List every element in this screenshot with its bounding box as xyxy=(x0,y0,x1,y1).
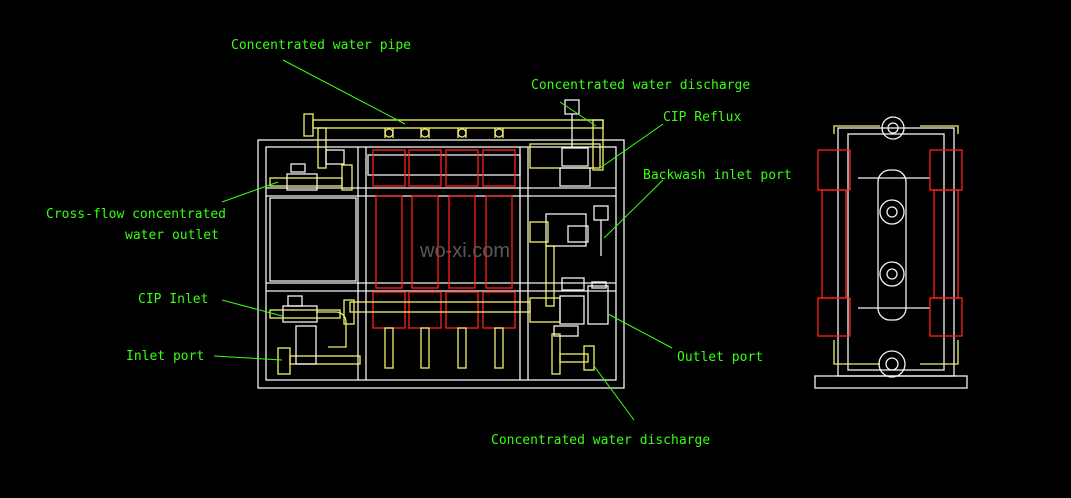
label-cip-reflux: CIP Reflux xyxy=(663,110,741,125)
label-concentrated-water-pipe: Concentrated water pipe xyxy=(231,38,411,53)
backwash-inlet-assembly xyxy=(529,205,609,307)
label-cross-flow-line-1: Cross-flow concentrated xyxy=(46,207,226,222)
label-outlet-port: Outlet port xyxy=(677,350,763,365)
label-cip-inlet: CIP Inlet xyxy=(138,292,208,307)
side-view xyxy=(814,116,968,389)
side-membrane-right xyxy=(929,149,963,337)
label-inlet-port: Inlet port xyxy=(126,349,204,364)
inlet-port-assembly xyxy=(277,325,361,375)
concentrated-water-pipe xyxy=(303,113,604,171)
bottom-discharge-assembly xyxy=(551,325,595,375)
front-view xyxy=(257,99,625,389)
label-cross-flow-line-2: water outlet xyxy=(125,228,219,243)
top-header xyxy=(269,99,601,191)
side-membrane-left xyxy=(817,149,851,337)
membrane-modules xyxy=(372,149,516,369)
leader-lines xyxy=(213,59,673,421)
watermark: wo-xi.com xyxy=(419,240,510,262)
label-concentrated-water-discharge-top: Concentrated water discharge xyxy=(531,78,750,93)
membrane-module-4 xyxy=(482,149,516,369)
main-frame xyxy=(257,139,625,389)
membrane-module-1 xyxy=(372,149,406,369)
label-backwash-inlet-port: Backwash inlet port xyxy=(643,168,792,183)
membrane-module-2 xyxy=(408,149,442,369)
callout-labels: Concentrated water pipe Concentrated wat… xyxy=(46,38,792,448)
label-concentrated-water-discharge-bottom: Concentrated water discharge xyxy=(491,433,710,448)
outlet-port-assembly xyxy=(561,277,609,325)
bottom-header xyxy=(269,295,585,348)
membrane-module-3 xyxy=(445,149,479,369)
